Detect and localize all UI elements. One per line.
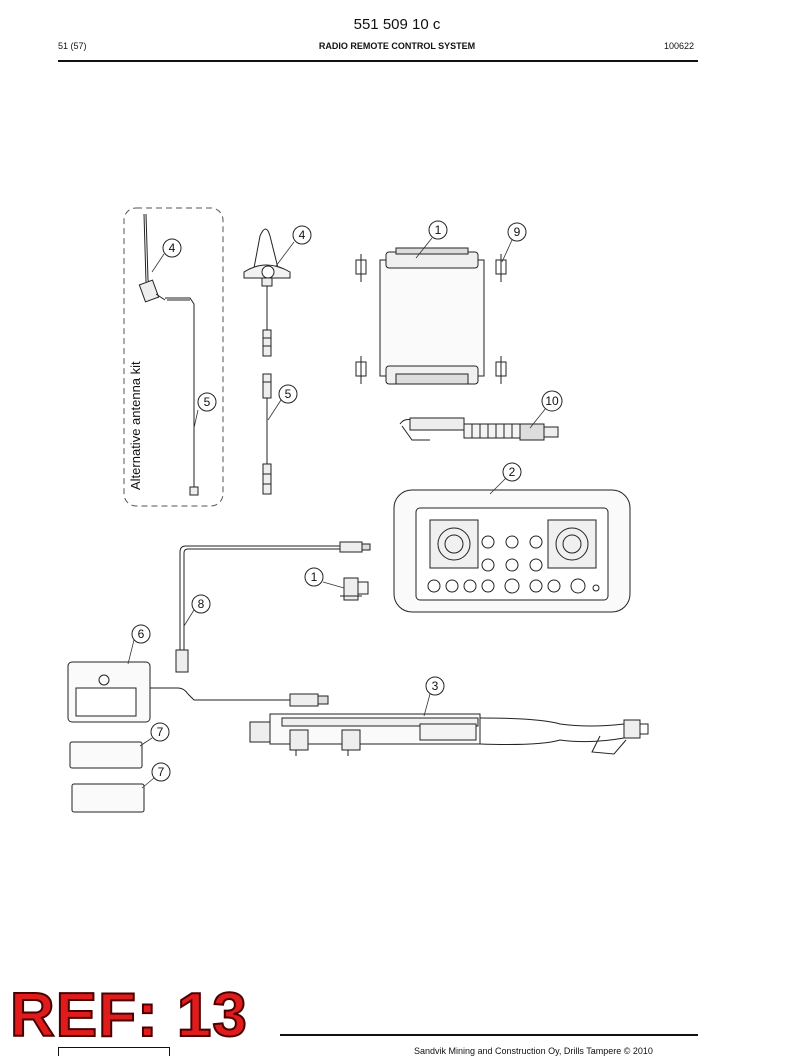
callout-8: 8: [198, 597, 205, 611]
page-number: 51 (57): [58, 41, 87, 51]
footer-rule: [280, 1034, 698, 1036]
company-logo: [58, 1047, 170, 1056]
callout-3: 3: [432, 679, 439, 693]
header-rule: [58, 60, 698, 62]
document-number: 551 509 10 c: [353, 16, 441, 33]
callout-5: 5: [285, 387, 292, 401]
document-date: 100622: [664, 41, 695, 51]
callout-1-connector: 1: [311, 570, 318, 584]
battery-charger: [67, 661, 329, 723]
callout-7-bottom: 7: [158, 765, 165, 779]
remote-control-panel: [393, 489, 631, 613]
callout-6: 6: [138, 627, 145, 641]
callout-7-top: 7: [157, 725, 164, 739]
callout-10: 10: [545, 394, 559, 408]
small-connector: [340, 577, 369, 601]
alternative-kit-label: Alternative antenna kit: [128, 361, 143, 490]
callout-4: 4: [299, 228, 306, 242]
ref-stamp: REF: 13: [9, 981, 248, 1050]
callout-5-alt: 5: [204, 395, 211, 409]
battery-1: [69, 741, 143, 769]
whip-antenna: [138, 213, 199, 496]
cable-harness: [399, 417, 559, 441]
callout-2: 2: [509, 465, 516, 479]
carrying-strap: [249, 713, 649, 756]
callout-4-alt: 4: [169, 241, 176, 255]
callout-1-receiver: 1: [435, 223, 442, 237]
antenna-cable: [262, 373, 272, 495]
footer-copyright: Sandvik Mining and Construction Oy, Dril…: [414, 1046, 653, 1056]
document-title: RADIO REMOTE CONTROL SYSTEM: [318, 41, 476, 51]
panel-cable: [175, 541, 371, 673]
receiver-unit: [355, 247, 507, 385]
alternative-kit-box: [123, 207, 224, 507]
shark-fin-antenna: [243, 228, 291, 357]
battery-2: [71, 783, 145, 813]
callout-9: 9: [514, 225, 521, 239]
